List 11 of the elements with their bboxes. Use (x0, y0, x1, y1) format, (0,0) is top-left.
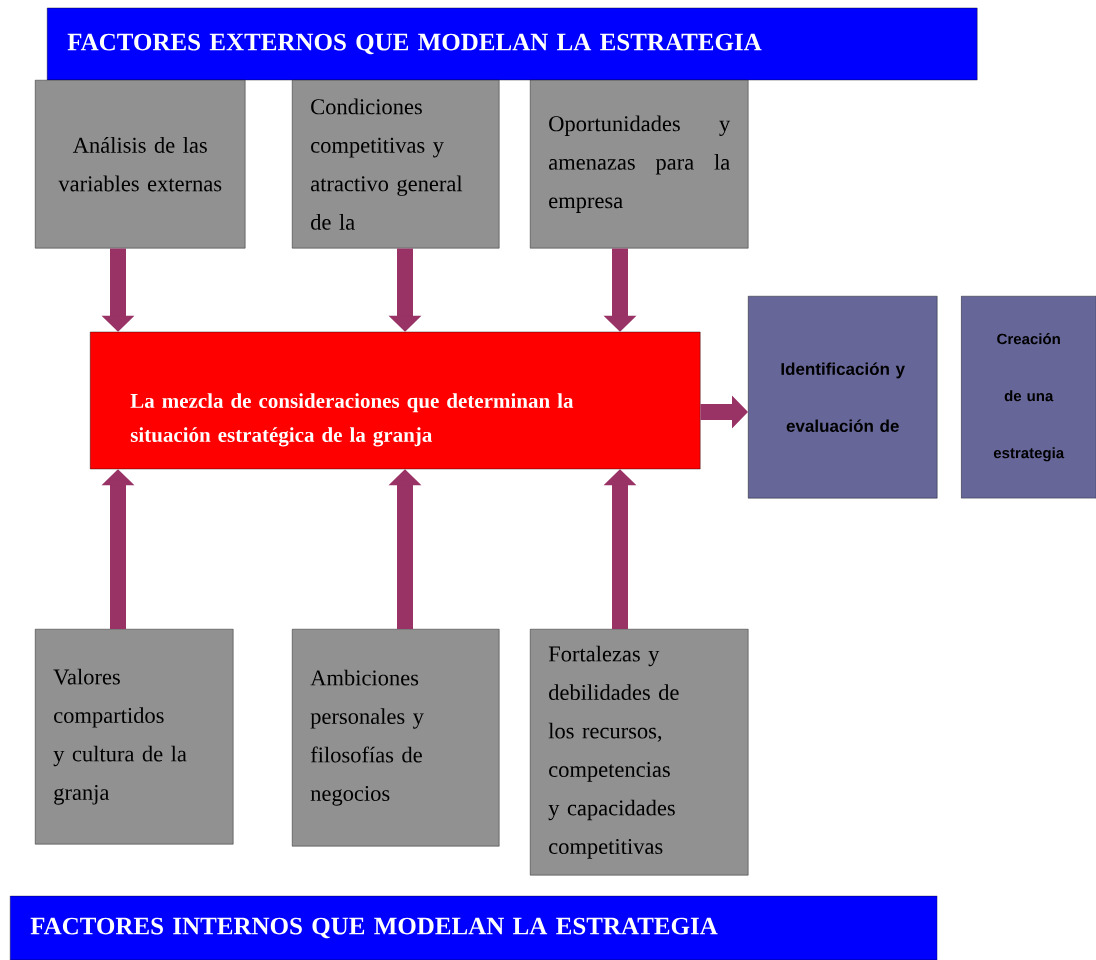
step-box: Identificación y evaluación de (748, 296, 938, 499)
header-band: FACTORES INTERNOS QUE MODELAN LA ESTRATEGIA (10, 895, 938, 960)
factor-box: Fortalezas y debilidades de los recursos, competencias y capacidades competitivas (530, 629, 749, 876)
step-box: Creación de una estrategia (961, 296, 1096, 499)
header-band: FACTORES EXTERNOS QUE MODELAN LA ESTRATEGIA (47, 7, 978, 81)
factor-box: Condiciones competitivas y atractivo general de la (292, 80, 500, 249)
factor-box: Oportunidades y amenazas para la empresa (530, 80, 749, 249)
factor-box: Valores compartidos y cultura de la granja (35, 629, 234, 845)
factor-box: Ambiciones personales y filosofías de negocios (292, 629, 500, 847)
situation-box: La mezcla de consideraciones que determinan la situación estratégica de la granja (90, 331, 701, 470)
factor-box: Análisis de las variables externas (35, 80, 246, 249)
